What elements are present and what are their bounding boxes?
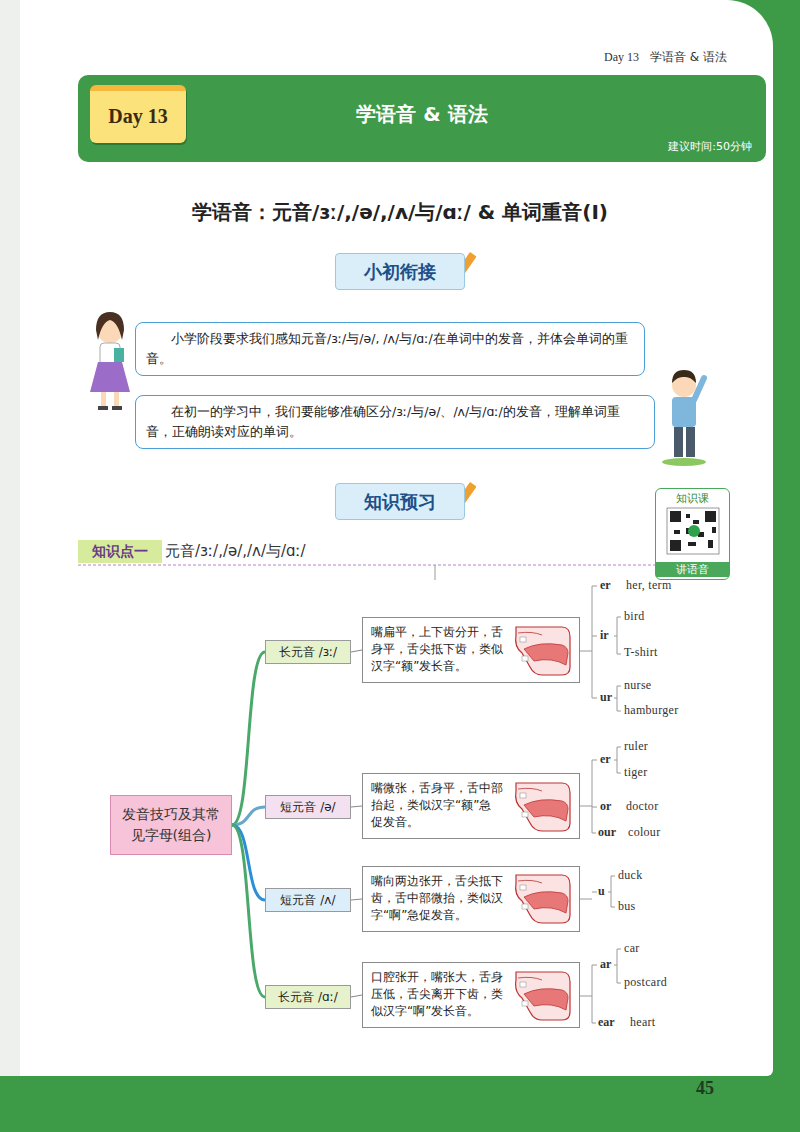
node-text: 小学阶段要求我们感知元音/ɜː/与/ə/, /ʌ/与/ɑː/在单词中的发音，并体…	[146, 329, 634, 369]
node-text: 口腔张开，嘴张大，舌身压低，舌尖离开下齿，类似汉字“啊”发长音。	[371, 969, 503, 1020]
node-text: 讲语音	[656, 562, 729, 577]
girl-figure	[90, 312, 130, 410]
qr-box: 知识课讲语音	[655, 488, 730, 580]
page-title: 学语音：元音/ɜː/,/ə/,/ʌ/与/ɑː/ & 单词重音(Ⅰ)	[0, 199, 800, 226]
branch-line	[351, 650, 362, 652]
branch-line	[232, 807, 265, 825]
title-banner: 学语音 & 语法建议时间:50分钟Day 13	[78, 75, 766, 162]
knowledge-title: 元音/ɜː/,/ə/,/ʌ/与/ɑː/	[165, 542, 306, 561]
letter-group: er	[600, 752, 611, 767]
example-word: duck	[618, 868, 643, 883]
section-tag: 知识预习	[335, 483, 465, 520]
node-text: 在初一的学习中，我们要能够准确区分/ɜː/与/ə/、/ʌ/与/ɑː/的发音，理解…	[146, 402, 644, 442]
qr-code	[667, 508, 719, 554]
letter-group: u	[598, 884, 605, 899]
example-word: her, term	[626, 578, 672, 593]
example-word: doctor	[626, 799, 658, 814]
boy-figure	[662, 370, 706, 466]
speech-bubble: 在初一的学习中，我们要能够准确区分/ɜː/与/ə/、/ʌ/与/ɑː/的发音，理解…	[135, 395, 655, 449]
example-word: car	[624, 941, 640, 956]
knowledge-tag: 知识点一	[78, 540, 162, 563]
header-text: 学语音 & 语法	[650, 49, 727, 66]
speech-bubble: 小学阶段要求我们感知元音/ɜː/与/ə/, /ʌ/与/ɑː/在单词中的发音，并体…	[135, 322, 645, 376]
node-text: 嘴扁平，上下齿分开，舌身平，舌尖抵下齿，类似汉字“额”发长音。	[371, 624, 503, 675]
branch-line	[351, 806, 362, 807]
node-text: 短元音 /ʌ/	[272, 889, 344, 911]
node-text: 知识课	[676, 491, 709, 506]
node-text: 建议时间:50分钟	[668, 139, 752, 154]
example-word: hamburger	[624, 703, 678, 718]
example-word: heart	[630, 1015, 655, 1030]
description-box: 口腔张开，嘴张大，舌身压低，舌尖离开下齿，类似汉字“啊”发长音。	[362, 962, 580, 1028]
letter-group: or	[600, 799, 611, 814]
node-text: 长元音 /ɑː/	[272, 986, 344, 1008]
node-text: 知识点一	[78, 540, 162, 563]
node-text: 嘴微张，舌身平，舌中部抬起，类似汉字“额”急促发音。	[371, 780, 503, 831]
example-word: T-shirt	[624, 645, 658, 660]
day-tag: Day 13	[90, 85, 186, 143]
example-word: bus	[618, 899, 636, 914]
letter-group: our	[598, 825, 616, 840]
letter-group: ar	[600, 957, 611, 972]
branch-line	[351, 899, 362, 900]
brackets	[580, 586, 621, 1023]
example-word: postcard	[624, 975, 667, 990]
example-word: bird	[624, 609, 645, 624]
branch-line	[232, 825, 265, 900]
page-number: 45	[696, 1078, 714, 1099]
node-text: 嘴向两边张开，舌尖抵下齿，舌中部微抬，类似汉字“啊”急促发音。	[371, 873, 503, 924]
node-text: 知识预习	[336, 484, 464, 519]
node-text: 发音技巧及其常见字母(组合)	[117, 804, 225, 846]
description-box: 嘴微张，舌身平，舌中部抬起，类似汉字“额”急促发音。	[362, 773, 580, 839]
description-box: 嘴扁平，上下齿分开，舌身平，舌尖抵下齿，类似汉字“额”发长音。	[362, 617, 580, 683]
branch-line	[351, 995, 362, 997]
vowel-box: 短元音 /ʌ/	[265, 888, 351, 912]
letter-group: ur	[600, 690, 612, 705]
branch-line	[232, 652, 265, 825]
vowel-box: 短元音 /ə/	[265, 795, 351, 819]
node-text: 长元音 /ɜː/	[272, 641, 344, 663]
vowel-box: 长元音 /ɜː/	[265, 640, 351, 664]
letter-group: er	[600, 578, 611, 593]
letter-group: ear	[598, 1015, 615, 1030]
section-tag: 小初衔接	[335, 253, 465, 290]
letter-group: ir	[600, 628, 609, 643]
example-word: ruler	[624, 739, 648, 754]
example-word: tiger	[624, 765, 648, 780]
binding-strip	[0, 0, 20, 1076]
header-text: Day 13	[604, 50, 639, 65]
example-word: colour	[628, 825, 660, 840]
node-text: 短元音 /ə/	[272, 796, 344, 818]
branch-line	[232, 825, 265, 997]
node-text: Day 13	[90, 91, 186, 141]
central-box: 发音技巧及其常见字母(组合)	[110, 795, 232, 855]
vowel-box: 长元音 /ɑː/	[265, 985, 351, 1009]
node-text: 小初衔接	[336, 254, 464, 289]
example-word: nurse	[624, 678, 652, 693]
description-box: 嘴向两边张开，舌尖抵下齿，舌中部微抬，类似汉字“啊”急促发音。	[362, 866, 580, 932]
